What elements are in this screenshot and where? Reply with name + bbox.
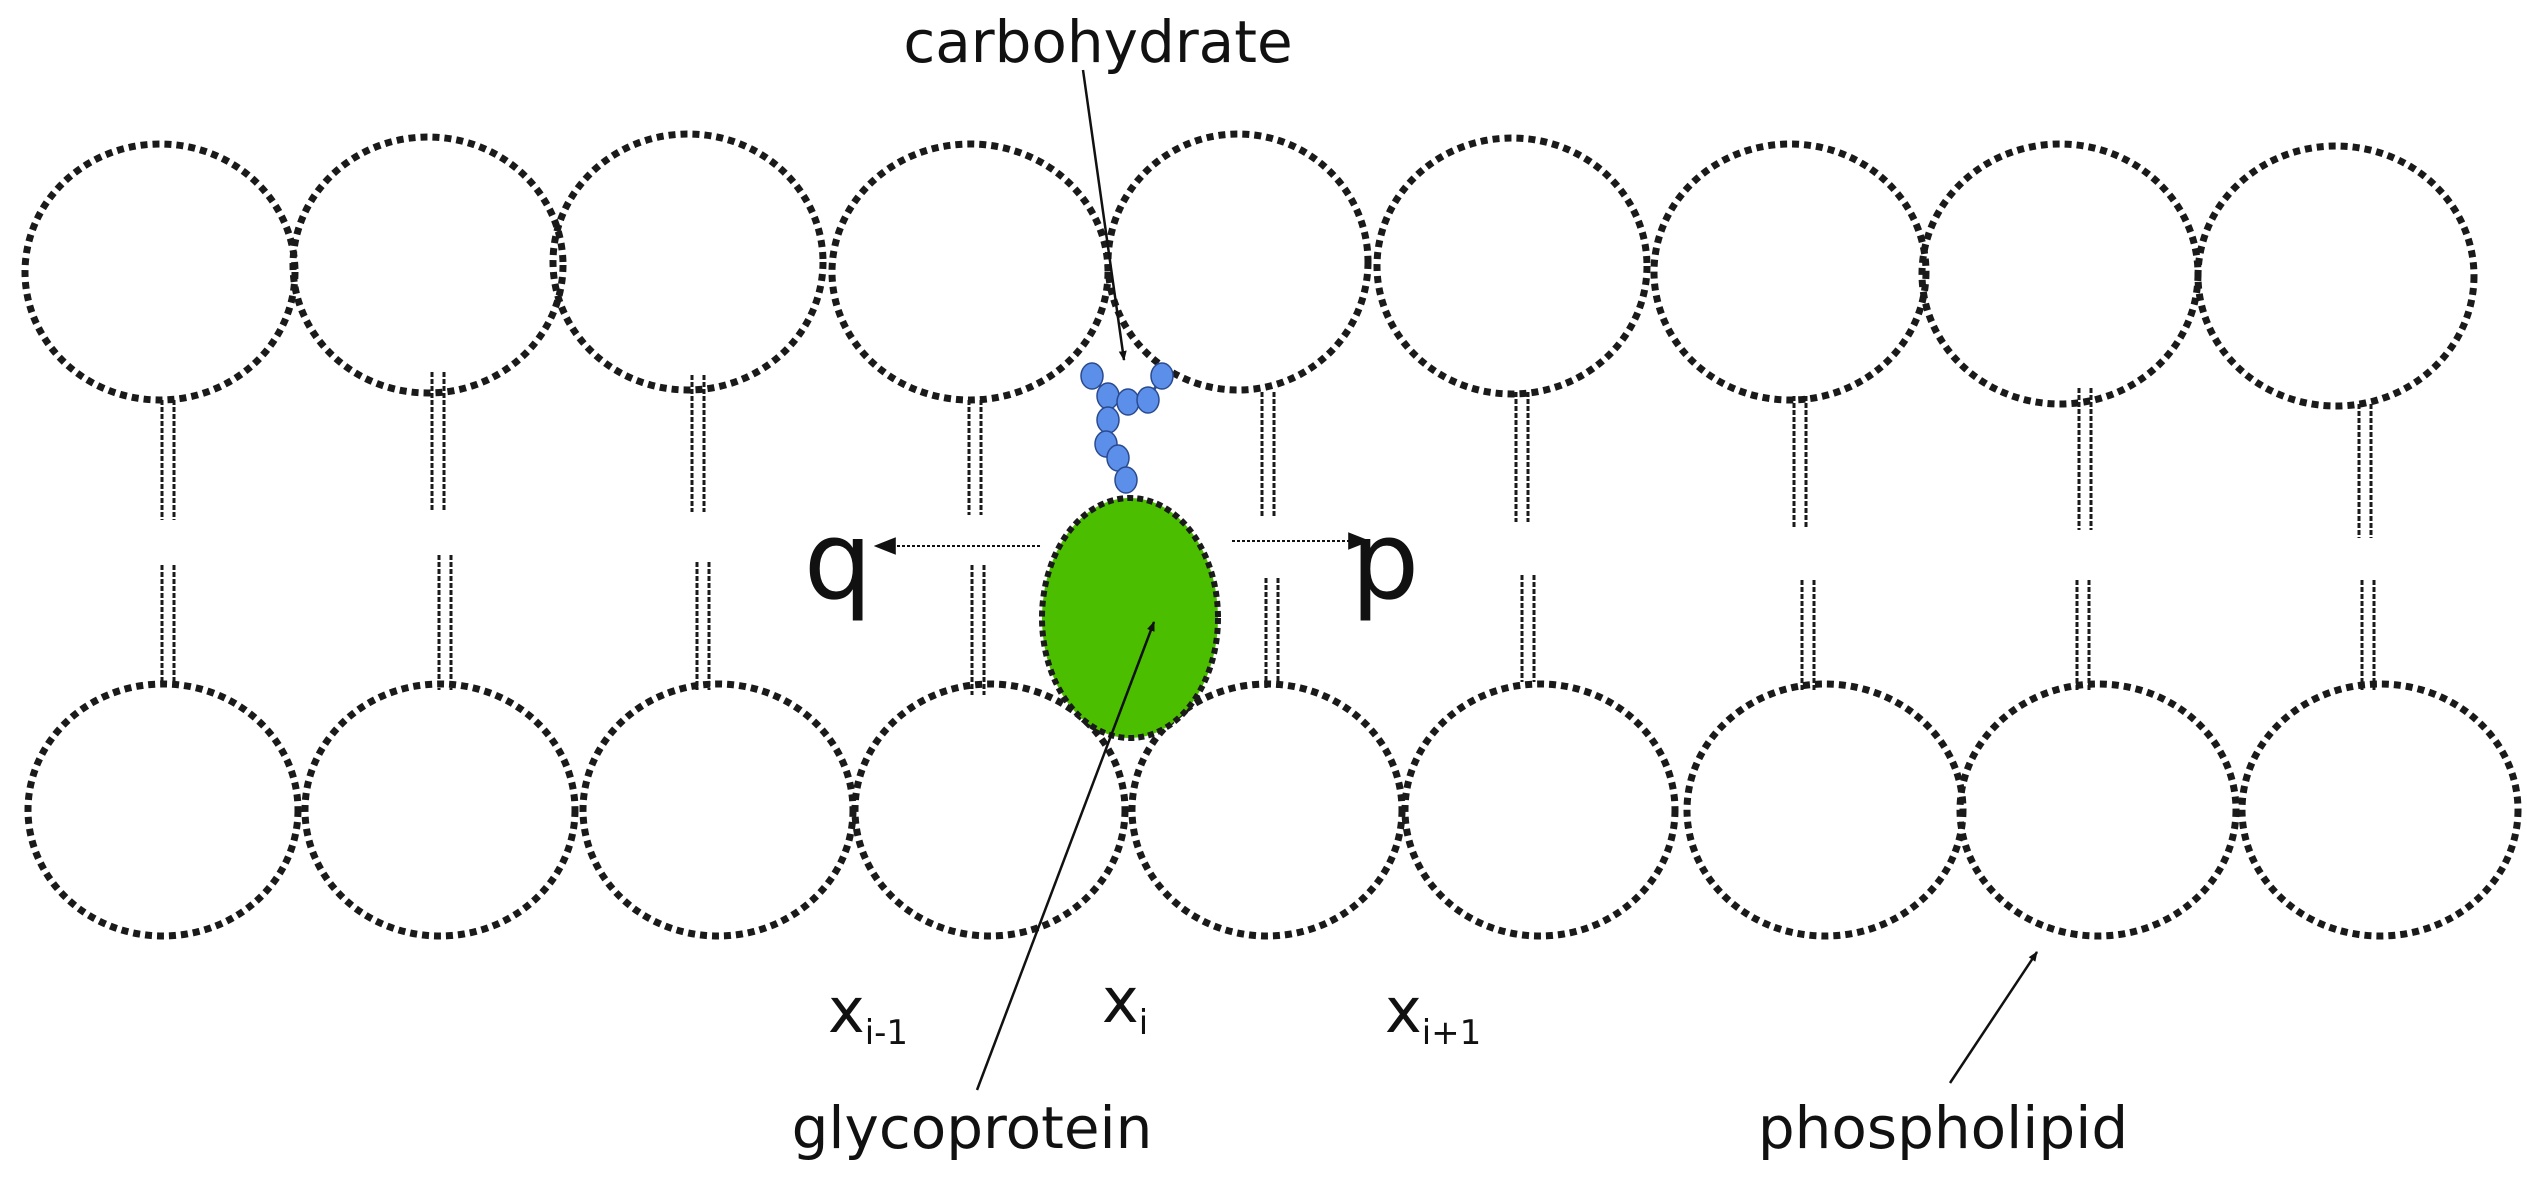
lipid-head: [1401, 680, 1679, 940]
glycoprotein-pointer: [975, 621, 1156, 1091]
sugar-bead: [1096, 406, 1120, 434]
lipid-head: [549, 130, 827, 394]
sugar-bead: [1136, 386, 1160, 414]
lipid-head: [1104, 130, 1372, 394]
carbohydrate-chain: [1080, 362, 1174, 494]
position-label-next: xi+1: [1385, 974, 1481, 1053]
lower-leaflet: [24, 555, 2522, 940]
glycoprotein-label: glycoprotein: [792, 1094, 1153, 1162]
direction-label-q: q: [804, 499, 873, 624]
phospholipid-upper-9: [2194, 142, 2478, 538]
lipid-head: [1650, 140, 1930, 404]
phospholipid-lower-1: [24, 565, 302, 940]
sugar-bead: [1150, 362, 1174, 390]
lipid-head: [289, 133, 567, 397]
phospholipid-upper-3: [549, 130, 827, 512]
position-label-current: xi: [1102, 964, 1148, 1043]
phospholipid-label: phospholipid: [1758, 1094, 2128, 1162]
sugar-bead: [1116, 388, 1140, 416]
phospholipid-upper-7: [1650, 140, 1930, 528]
phospholipid-pointer: [1948, 951, 2039, 1084]
upper-leaflet: [21, 130, 2478, 538]
lipid-head: [851, 680, 1129, 940]
direction-label-p: p: [1351, 499, 1420, 624]
lipid-head: [828, 140, 1112, 404]
lipid-head: [1956, 680, 2240, 940]
phospholipid-lower-2: [301, 555, 579, 940]
lipid-head: [1373, 134, 1651, 398]
lipid-head: [21, 140, 299, 404]
phospholipid-lower-8: [1956, 580, 2240, 940]
lipid-head: [2238, 680, 2522, 940]
sugar-bead: [1096, 382, 1120, 410]
lipid-head: [1918, 140, 2202, 408]
glycoprotein-shape: [1039, 495, 1221, 741]
carbohydrate-pointer: [1081, 69, 1127, 361]
phospholipid-lower-6: [1401, 575, 1679, 940]
phospholipid-lower-9: [2238, 580, 2522, 940]
lipid-head: [579, 680, 857, 940]
phospholipid-upper-2: [289, 133, 567, 510]
lipid-head: [24, 680, 302, 940]
phospholipid-upper-4: [828, 140, 1112, 515]
position-label-prev: xi-1: [828, 974, 908, 1053]
phospholipid-lower-7: [1683, 580, 1967, 940]
carbohydrate-label: carbohydrate: [903, 8, 1292, 76]
phospholipid-lower-4: [851, 565, 1129, 940]
lipid-head: [301, 680, 579, 940]
phospholipid-upper-1: [21, 140, 299, 520]
lipid-head: [1683, 680, 1967, 940]
lipid-head: [2194, 142, 2478, 410]
phospholipid-upper-5: [1104, 130, 1372, 518]
sugar-bead: [1080, 362, 1104, 390]
phospholipid-upper-8: [1918, 140, 2202, 530]
phospholipid-upper-6: [1373, 134, 1651, 522]
sugar-bead: [1114, 466, 1138, 494]
